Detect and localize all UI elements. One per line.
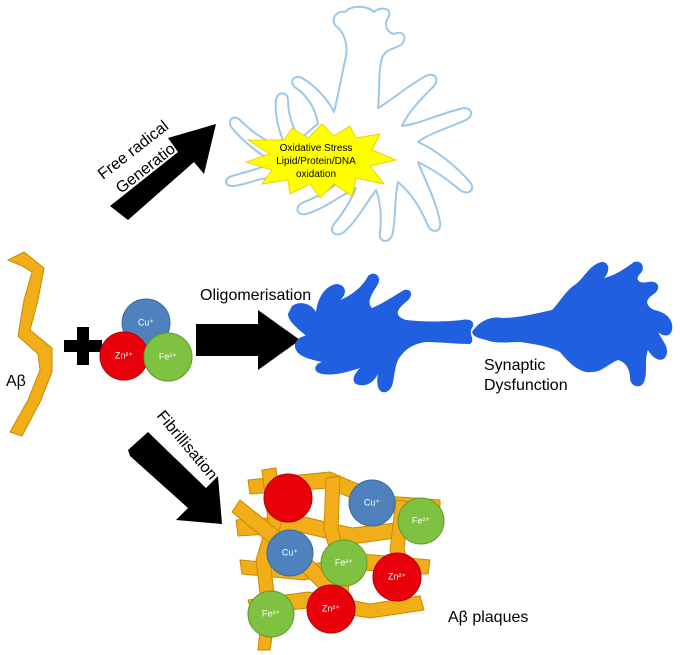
plaque-cu-ion-2 [266, 529, 314, 577]
outlined-neuron: Oxidative Stress Lipid/Protein/DNA oxida… [225, 5, 474, 242]
left-blue-neuron [288, 273, 474, 393]
metal-ion-cluster: Cu⁺ Zn²⁺ Fe²⁺ [99, 298, 193, 382]
dysfunction-label: Dysfunction [484, 377, 568, 394]
plaque-zn-ion-1 [263, 473, 313, 523]
oxidative-star [244, 123, 398, 199]
lipid-protein-dna-text: Lipid/Protein/DNA [276, 156, 356, 167]
plaque-zn-ion-2 [372, 552, 422, 602]
plaque-zn-ion-3-label: Zn²⁺ [322, 603, 341, 613]
fe-ion [143, 332, 193, 382]
oxidative-stress-text: Oxidative Stress [280, 143, 353, 154]
abeta-fibril [6, 251, 53, 437]
oxidation-text: oxidation [296, 169, 336, 180]
plaque-cu-ion-2-label: Cu⁺ [282, 547, 299, 557]
oligomerisation-label: Oligomerisation [200, 287, 311, 304]
zn-ion-label: Zn²⁺ [115, 350, 134, 360]
right-blue-neuron [472, 261, 673, 387]
plaque-cu-ion-1 [348, 479, 396, 527]
synaptic-label: Synaptic [484, 357, 545, 374]
fibrillisation-arrow [128, 432, 222, 524]
plus-sign [64, 327, 102, 365]
plaque-zn-ion-3 [306, 584, 356, 634]
oligomerisation-arrow [196, 310, 300, 370]
plaque-fe-ion-1 [397, 497, 445, 545]
abeta-plaque: Cu⁺ Fe²⁺ Cu⁺ Fe²⁺ Zn²⁺ Fe²⁺ Zn²⁺ [231, 467, 445, 651]
plaque-fe-ion-2 [320, 539, 368, 587]
fe-ion-label: Fe²⁺ [159, 351, 178, 361]
plaque-cu-ion-1-label: Cu⁺ [364, 497, 381, 507]
abeta-plaques-label: Aβ plaques [448, 609, 528, 626]
plaque-fe-ion-3 [247, 590, 295, 638]
free-radical-arrow [110, 124, 216, 220]
blue-neurons [288, 261, 673, 393]
cu-ion-label: Cu⁺ [138, 317, 155, 327]
plaque-fe-ion-2-label: Fe²⁺ [335, 557, 354, 567]
plaque-fe-ion-3-label: Fe²⁺ [262, 608, 281, 618]
abeta-label: Aβ [6, 373, 26, 390]
plaque-fe-ion-1-label: Fe²⁺ [412, 515, 431, 525]
plaque-zn-ion-2-label: Zn²⁺ [388, 571, 407, 581]
